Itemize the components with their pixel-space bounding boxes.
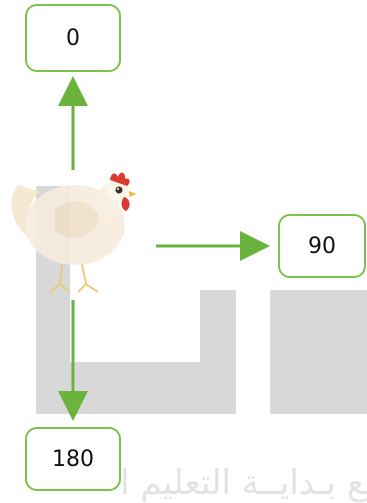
chicken-icon bbox=[11, 172, 137, 293]
label-box-down: 180 bbox=[25, 427, 121, 491]
label-box-right: 90 bbox=[278, 214, 366, 278]
watermark-bar-right bbox=[270, 290, 367, 414]
direction-arrows bbox=[58, 76, 270, 421]
label-right-text: 90 bbox=[308, 233, 336, 259]
watermark-text: ـع بـدايــة التعليم ا bbox=[120, 463, 367, 503]
label-up-text: 0 bbox=[66, 25, 80, 51]
watermark-base bbox=[70, 362, 236, 414]
label-box-up: 0 bbox=[25, 4, 121, 72]
direction-diagram: 0 90 180 ـع بـدايــة التعليم ا bbox=[11, 4, 367, 503]
label-down-text: 180 bbox=[52, 446, 94, 472]
